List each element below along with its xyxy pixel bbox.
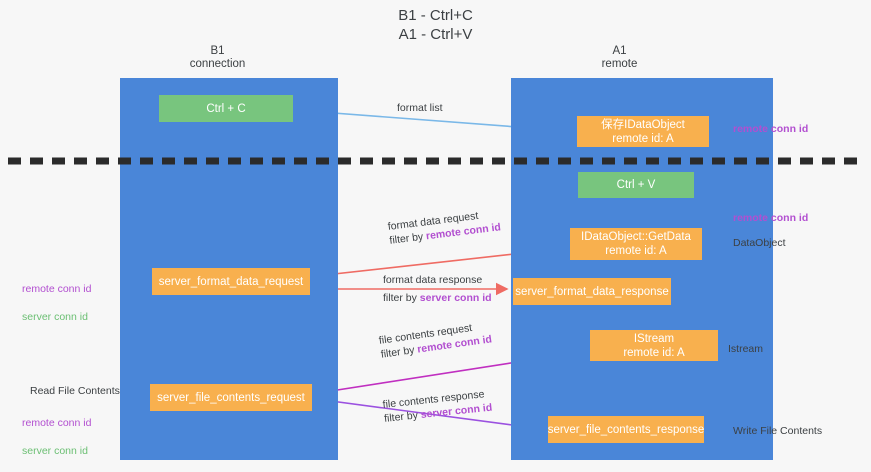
note-left-remote-conn-id: remote conn id [22, 283, 92, 295]
box-ctrl-v[interactable]: Ctrl + V [578, 172, 694, 198]
label-format-data-response: format data response filter by server co… [383, 273, 492, 305]
label-fdresp-filter-prefix: filter by [383, 292, 420, 304]
arrow-file-contents-response [315, 398, 544, 434]
note-left-server-conn-id-2: server conn id [22, 445, 88, 457]
note-right-remote-conn-id-top: remote conn id [733, 123, 809, 135]
note-write-file-contents: Write File Contents [733, 425, 823, 437]
note-dataobject: DataObject [733, 237, 786, 249]
note-read-file-contents: Read File Contents [30, 385, 120, 397]
box-istream-remote[interactable]: IStream remote id: A [590, 330, 718, 361]
box-ctrl-c[interactable]: Ctrl + C [159, 95, 293, 122]
label-format-data-response-text: format data response [383, 274, 483, 286]
lane-header-b1: B1 connection [189, 45, 246, 70]
label-format-list-text: format list [397, 102, 443, 114]
label-fcresp-filter-prefix: filter by [383, 409, 422, 425]
box-server-format-data-response[interactable]: server_format_data_response [513, 278, 671, 305]
box-idataobject-remote[interactable]: 保存IDataObject remote id: A [577, 116, 709, 147]
note-left-server-conn-id: server conn id [22, 311, 88, 323]
label-format-list: format list [397, 101, 443, 115]
label-fdresp-filter-key: server conn id [419, 292, 492, 304]
note-left-conn-ids: remote conn id server conn id [22, 268, 91, 338]
note-left-remote-conn-id-2: remote conn id [22, 417, 92, 429]
note-right-remote-conn-id-mid: remote conn id [733, 212, 809, 224]
diagram-title: B1 - Ctrl+C A1 - Ctrl+V [398, 7, 473, 43]
box-server-file-contents-response[interactable]: server_file_contents_response [548, 416, 704, 443]
box-idataobject-getdata[interactable]: IDataObject::GetData remote id: A [570, 228, 702, 260]
lane-header-a1: A1 remote [601, 45, 638, 70]
box-server-format-data-request[interactable]: server_format_data_request [152, 268, 310, 295]
note-left-conn-ids-2: remote conn id server conn id [22, 402, 91, 472]
box-server-file-contents-request[interactable]: server_file_contents_request [150, 384, 312, 411]
note-istream: Istream [728, 343, 764, 355]
